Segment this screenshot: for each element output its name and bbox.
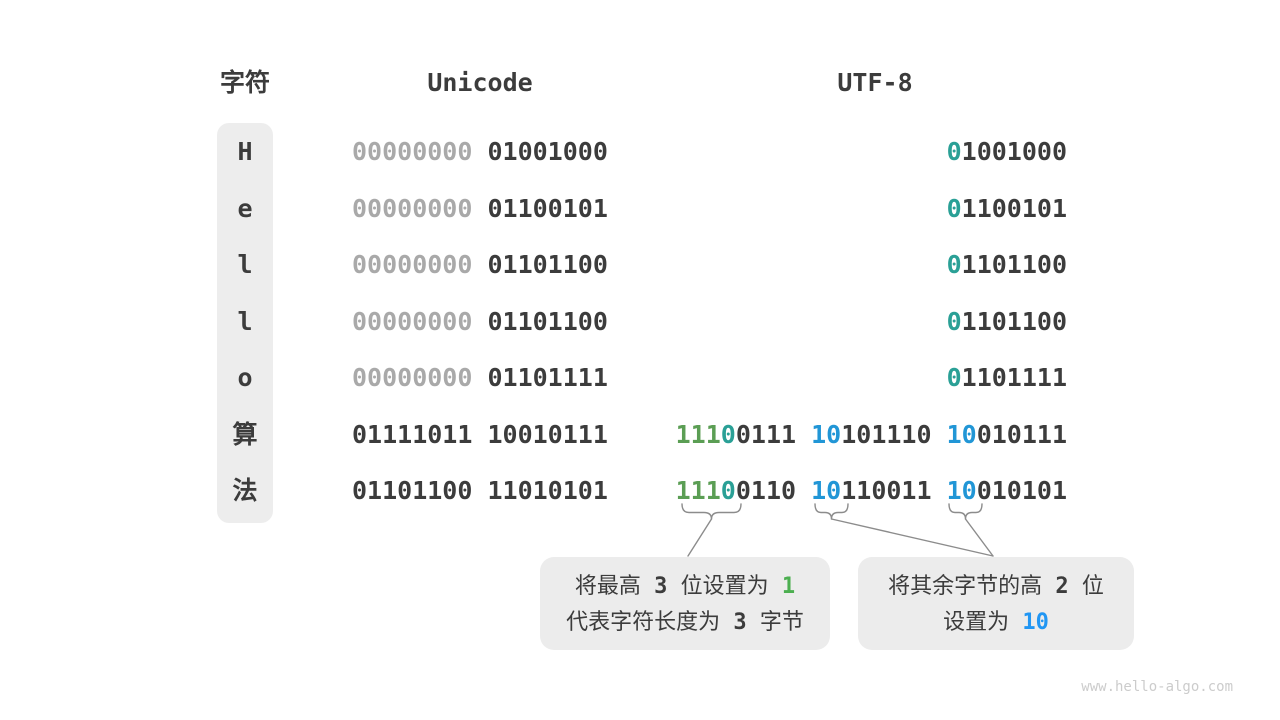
character-column-background xyxy=(217,123,273,523)
utf8-bits-row-4: 01101111 xyxy=(947,364,1067,392)
unicode-row-0-seg-1: 01001000 xyxy=(487,137,608,166)
unicode-row-1-seg-1: 01100101 xyxy=(487,193,608,223)
pointer-line-second-byte xyxy=(830,518,994,557)
first-byte-rule-line-0-seg-4: 1 xyxy=(781,573,796,599)
underbrace-second-byte-prefix xyxy=(814,503,849,520)
first-byte-rule-line-0-seg-2: 位设置为 xyxy=(680,572,769,598)
utf8-row-6-seg-4: 110011 xyxy=(841,476,947,505)
utf8-bits-row-5: 11100111 10101110 10010111 xyxy=(675,419,1067,449)
unicode-bits-row-6: 01101100 11010101 xyxy=(352,477,608,505)
utf8-row-0-seg-0: 0 xyxy=(946,137,962,166)
utf8-row-5-seg-3: 10 xyxy=(811,419,842,449)
utf8-row-6-seg-2: 0110 xyxy=(735,476,812,505)
character-4: o xyxy=(237,363,253,392)
utf8-bits-row-0: 01001000 xyxy=(947,138,1067,166)
utf8-row-5-seg-2: 0111 xyxy=(735,419,812,449)
unicode-row-5-seg-0: 01111011 10010111 xyxy=(352,419,608,449)
continuation-byte-rule-line-1-seg-1 xyxy=(1009,610,1022,635)
character-5: 算 xyxy=(232,420,258,449)
unicode-row-4-seg-0: 00000000 xyxy=(352,363,488,392)
utf8-row-2-seg-0: 0 xyxy=(946,250,962,279)
continuation-byte-rule-line-1-seg-0: 设置为 xyxy=(943,608,1010,634)
utf8-row-1-seg-1: 1100101 xyxy=(961,193,1067,223)
continuation-byte-rule-line-0-seg-0: 将其余字节的高 xyxy=(888,572,1043,598)
continuation-byte-rule-line-0-seg-1: 2 xyxy=(1042,573,1082,599)
first-byte-rule-line-1-seg-0: 代表字符长度为 xyxy=(566,608,721,634)
unicode-row-1-seg-0: 00000000 xyxy=(352,193,488,223)
pointer-line-first-byte xyxy=(687,518,713,557)
utf8-bits-row-2: 01101100 xyxy=(947,251,1067,279)
first-byte-rule-line-1-seg-1: 3 xyxy=(720,609,760,635)
unicode-bits-row-0: 00000000 01001000 xyxy=(352,138,608,166)
utf8-bits-row-1: 01100101 xyxy=(946,193,1067,223)
utf8-row-6-seg-6: 010101 xyxy=(976,476,1067,505)
unicode-row-4-seg-1: 01101111 xyxy=(487,363,608,392)
utf8-row-0-seg-1: 1001000 xyxy=(961,137,1067,166)
unicode-row-3-seg-0: 00000000 xyxy=(352,306,488,336)
underbrace-third-byte-prefix xyxy=(948,503,983,520)
first-byte-rule-line-1-seg-2: 字节 xyxy=(759,608,804,634)
header-unicode-column: Unicode xyxy=(427,68,533,97)
character-3: l xyxy=(237,306,253,336)
character-2: l xyxy=(237,250,253,279)
utf8-row-6-seg-1: 0 xyxy=(720,476,736,505)
utf8-bits-row-6: 11100110 10110011 10010101 xyxy=(676,477,1067,505)
utf8-row-5-seg-1: 0 xyxy=(720,419,736,449)
utf8-row-2-seg-1: 1101100 xyxy=(961,250,1067,279)
unicode-row-3-seg-1: 01101100 xyxy=(487,306,608,336)
unicode-row-2-seg-0: 00000000 xyxy=(352,250,488,279)
unicode-row-2-seg-1: 01101100 xyxy=(487,250,608,279)
utf8-bits-row-3: 01101100 xyxy=(946,306,1067,336)
utf8-row-3-seg-1: 1101100 xyxy=(961,306,1067,336)
utf8-row-1-seg-0: 0 xyxy=(946,193,962,223)
first-byte-rule-line-0-seg-0: 将最高 xyxy=(574,572,641,598)
unicode-bits-row-1: 00000000 01100101 xyxy=(352,193,608,223)
unicode-bits-row-3: 00000000 01101100 xyxy=(352,306,608,336)
utf8-row-4-seg-1: 1101111 xyxy=(961,363,1067,392)
unicode-bits-row-5: 01111011 10010111 xyxy=(352,419,608,449)
unicode-bits-row-2: 00000000 01101100 xyxy=(352,251,608,279)
pointer-line-third-byte xyxy=(964,518,994,557)
character-6: 法 xyxy=(232,477,258,505)
character-1: e xyxy=(237,193,253,223)
first-byte-rule-line-0-seg-1: 3 xyxy=(640,573,681,599)
utf8-row-4-seg-0: 0 xyxy=(946,363,962,392)
first-byte-rule-line-0-seg-3 xyxy=(769,574,782,599)
utf8-row-5-seg-5: 10 xyxy=(946,419,977,449)
callout-continuation-byte-rule: 将其余字节的高 2 位设置为 10 xyxy=(858,557,1134,650)
character-0: H xyxy=(237,137,253,166)
utf8-row-3-seg-0: 0 xyxy=(946,306,962,336)
utf8-row-5-seg-6: 010111 xyxy=(976,419,1067,449)
watermark: www.hello-algo.com xyxy=(1081,679,1233,695)
underbrace-first-byte-prefix xyxy=(681,503,742,520)
continuation-byte-rule-line-0: 将其余字节的高 2 位 xyxy=(858,568,1134,604)
unicode-bits-row-4: 00000000 01101111 xyxy=(352,364,608,392)
unicode-row-0-seg-0: 00000000 xyxy=(352,137,488,166)
utf8-row-5-seg-0: 111 xyxy=(675,419,721,449)
utf8-row-5-seg-4: 101110 xyxy=(841,419,947,449)
first-byte-rule-line-0: 将最高 3 位设置为 1 xyxy=(540,568,830,604)
unicode-row-6-seg-0: 01101100 11010101 xyxy=(352,476,608,505)
continuation-byte-rule-line-0-seg-2: 位 xyxy=(1081,572,1104,598)
utf8-row-6-seg-0: 111 xyxy=(675,476,721,505)
header-utf8-column: UTF-8 xyxy=(837,68,913,97)
header-character-column: 字符 xyxy=(219,69,270,97)
first-byte-rule-line-1: 代表字符长度为 3 字节 xyxy=(540,604,830,640)
utf8-row-6-seg-3: 10 xyxy=(811,476,842,505)
continuation-byte-rule-line-1: 设置为 10 xyxy=(858,604,1134,640)
utf8-row-6-seg-5: 10 xyxy=(946,476,977,505)
continuation-byte-rule-line-1-seg-2: 10 xyxy=(1022,609,1049,635)
